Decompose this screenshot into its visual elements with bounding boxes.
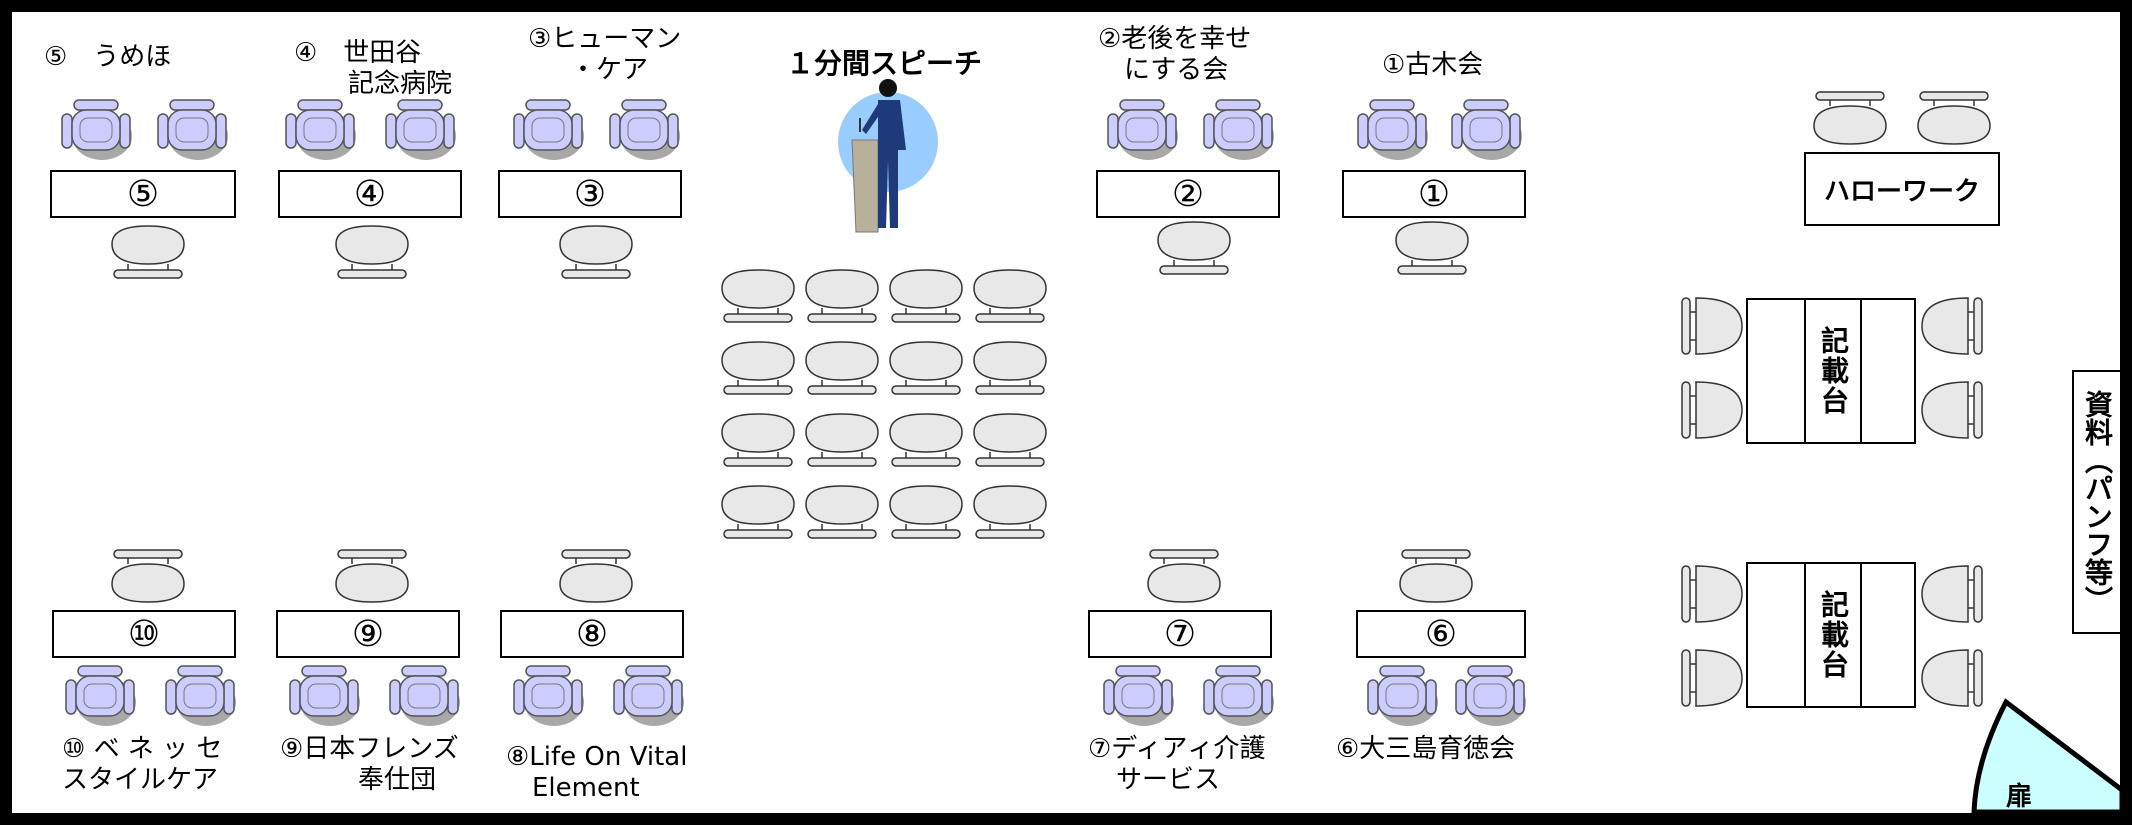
materials-table: 資料（パンフ等） [2072,370,2122,634]
chairs-above-bottom-tables [111,549,1473,603]
booth-8-table: ⑧ [500,610,684,658]
writing-table-2: 記載台 [1746,562,1916,708]
writing-table-2-label-cell: 記載台 [1804,562,1862,708]
booth-3-label-line2: ・ケア [570,55,649,86]
booth-1-table: ① [1342,170,1526,218]
chairs-bottom [65,665,1527,727]
booth-7-table: ⑦ [1088,610,1272,658]
booth-10-label: ⑩ ベ ネ ッ セ スタイルケア [62,734,222,796]
booth-2-label: ②老後を幸せ にする会 [1098,24,1251,86]
materials-label: 資料（パンフ等） [2081,390,2114,614]
booth-9-table: ⑨ [276,610,460,658]
booth-10-table: ⑩ [52,610,236,658]
chairs-under-top-tables [111,221,1469,279]
booth-2-label-line2: にする会 [1124,55,1229,86]
booth-5-table: ⑤ [50,170,236,218]
hellowork-table: ハローワーク [1804,152,2000,226]
writing-table-1-label: 記載台 [1817,326,1850,416]
booth-8-label-line1: ⑧Life On Vital [506,742,688,772]
booth-7-label-line1: ⑦ディアィ介護 [1088,734,1266,764]
booth-4-table: ④ [278,170,462,218]
booth-4-label-line2: 記念病院 [348,69,453,100]
chairs-top [61,91,1991,161]
booth-9-label: ⑨日本フレンズ 奉仕団 [280,734,459,796]
booth-6-label: ⑥大三島育徳会 [1336,734,1516,764]
writing-table-1-label-cell: 記載台 [1804,298,1862,444]
booth-4-label-line1: ④ 世田谷 [294,38,422,68]
booth-9-label-line2: 奉仕団 [358,765,437,796]
booth-10-label-line2: スタイルケア [62,765,219,796]
booth-7-label: ⑦ディアィ介護 サービス [1088,734,1266,796]
booth-8-label: ⑧Life On Vital Element [506,742,687,804]
booth-2-label-line1: ②老後を幸せ [1098,24,1252,54]
booth-2-table: ② [1096,170,1280,218]
booth-3-label: ③ヒューマン ・ケア [528,24,681,86]
booth-6-table: ⑥ [1356,610,1526,658]
writing-table-2-label: 記載台 [1817,590,1850,680]
booth-3-label-line1: ③ヒューマン [528,24,682,54]
writing-table-1: 記載台 [1746,298,1916,444]
booth-1-label: ①古木会 [1382,50,1484,80]
booth-10-label-line1: ⑩ ベ ネ ッ セ [62,734,223,764]
audience-seating [721,269,1047,539]
booth-5-label: ⑤ うめほ [44,42,172,72]
booth-4-label: ④ 世田谷 記念病院 [294,38,452,100]
speaker-illustration [838,79,938,233]
booth-9-label-line1: ⑨日本フレンズ [280,734,459,764]
door-label: 扉 [2006,782,2033,812]
booth-8-label-line2: Element [532,773,640,804]
speech-heading: １分間スピーチ [786,47,983,80]
booth-3-table: ③ [498,170,682,218]
door-shape [1971,698,2125,815]
booth-7-label-line2: サービス [1116,765,1221,796]
